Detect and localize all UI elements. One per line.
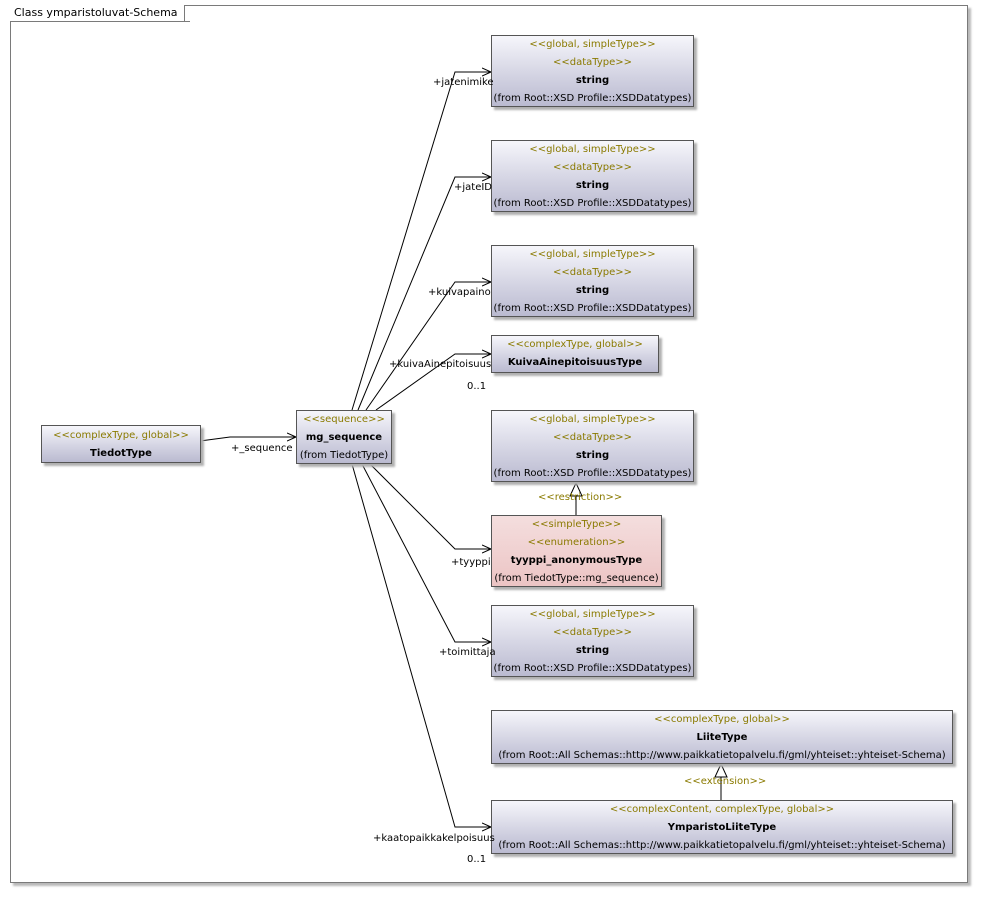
multiplicity-kaato: 0..1 <box>467 854 487 865</box>
extension-label: <<extension>> <box>684 776 767 787</box>
class-kuivaainepitoisuustype[interactable]: <<complexType, global>> KuivaAinepitoisu… <box>491 335 659 373</box>
class-string-kuivapaino[interactable]: <<global, simpleType>> <<dataType>> stri… <box>491 245 694 317</box>
stereotype-label: <<sequence>> <box>303 414 385 425</box>
from-label: (from Root::XSD Profile::XSDDatatypes) <box>493 198 692 209</box>
from-label: (from TiedotType) <box>299 450 389 461</box>
link-toimittaja <box>361 463 491 642</box>
class-tiedottype[interactable]: <<complexType, global>> TiedotType <box>41 425 201 463</box>
class-string-toimittaja[interactable]: <<global, simpleType>> <<dataType>> stri… <box>491 605 694 677</box>
stereotype-label: <<complexType, global>> <box>654 714 790 725</box>
stereotype-label: <<global, simpleType>> <box>529 609 656 620</box>
from-label: (from Root::XSD Profile::XSDDatatypes) <box>493 93 692 104</box>
class-tyyppi-anonymoustype[interactable]: <<simpleType>> <<enumeration>> tyyppi_an… <box>491 515 662 587</box>
stereotype-label: <<global, simpleType>> <box>529 39 656 50</box>
stereotype-label: <<dataType>> <box>552 162 632 173</box>
stereotype-label: <<simpleType>> <box>531 519 622 530</box>
role-kuivapaino: +kuivapaino <box>428 287 491 298</box>
from-label: (from Root::XSD Profile::XSDDatatypes) <box>493 303 692 314</box>
stereotype-label: <<global, simpleType>> <box>529 144 656 155</box>
class-string-restriction-base[interactable]: <<global, simpleType>> <<dataType>> stri… <box>491 410 694 482</box>
class-name: tyyppi_anonymousType <box>510 555 643 566</box>
multiplicity-kuiva: 0..1 <box>467 381 487 392</box>
stereotype-label: <<complexType, global>> <box>507 339 643 350</box>
link-tyyppi <box>369 463 491 549</box>
from-label: (from Root::XSD Profile::XSDDatatypes) <box>493 468 692 479</box>
extension-triangle <box>714 762 728 778</box>
stereotype-label: <<global, simpleType>> <box>529 249 656 260</box>
class-ymparistoliitetype[interactable]: <<complexContent, complexType, global>> … <box>491 800 953 854</box>
stereotype-label: <<complexType, global>> <box>53 430 189 441</box>
class-string-jatenimike[interactable]: <<global, simpleType>> <<dataType>> stri… <box>491 35 694 107</box>
stereotype-label: <<enumeration>> <box>527 537 626 548</box>
class-mg-sequence[interactable]: <<sequence>> mg_sequence (from TiedotTyp… <box>296 410 392 464</box>
class-name: string <box>575 450 610 461</box>
class-name: string <box>575 285 610 296</box>
from-label: (from Root::All Schemas::http://www.paik… <box>498 750 946 761</box>
class-name: KuivaAinepitoisuusType <box>507 357 643 368</box>
stereotype-label: <<complexContent, complexType, global>> <box>609 804 835 815</box>
from-label: (from Root::All Schemas::http://www.paik… <box>498 840 946 851</box>
link-jateid <box>357 177 491 411</box>
link-kuivaainepitoisuus <box>375 354 491 411</box>
class-string-jateid[interactable]: <<global, simpleType>> <<dataType>> stri… <box>491 140 694 212</box>
role-jatenimike: +jatenimike <box>433 77 494 88</box>
role-kuivaainepitoisuus: +kuivaAinepitoisuus <box>389 359 492 370</box>
from-label: (from Root::XSD Profile::XSDDatatypes) <box>493 663 692 674</box>
class-name: TiedotType <box>90 448 152 459</box>
role-toimittaja: +toimittaja <box>439 647 496 658</box>
from-label: (from TiedotType::mg_sequence) <box>494 573 659 584</box>
stereotype-label: <<dataType>> <box>552 267 632 278</box>
restriction-label: <<restriction>> <box>538 492 623 503</box>
frame-title: Class ymparistoluvat-Schema <box>10 5 190 22</box>
link-kaatopaikkakelpoisuus <box>351 463 491 827</box>
restriction-triangle <box>569 481 583 497</box>
role-kaatopaikkakelpoisuus: +kaatopaikkakelpoisuus <box>373 833 495 844</box>
class-liitetype[interactable]: <<complexType, global>> LiiteType (from … <box>491 710 953 764</box>
class-name: YmparistoLiiteType <box>667 822 777 833</box>
class-name: mg_sequence <box>305 432 383 443</box>
link-sequence <box>199 437 296 442</box>
role-jateid: +jateID <box>454 182 493 193</box>
stereotype-label: <<dataType>> <box>552 57 632 68</box>
role-tyyppi: +tyyppi <box>451 557 491 568</box>
class-name: string <box>575 645 610 656</box>
stereotype-label: <<dataType>> <box>552 627 632 638</box>
stereotype-label: <<global, simpleType>> <box>529 414 656 425</box>
class-name: string <box>575 180 610 191</box>
stereotype-label: <<dataType>> <box>552 432 632 443</box>
class-name: string <box>575 75 610 86</box>
link-jatenimike <box>351 72 491 411</box>
link-kuivapaino <box>365 282 491 411</box>
role-sequence: +_sequence <box>231 443 293 454</box>
class-name: LiiteType <box>696 732 748 743</box>
